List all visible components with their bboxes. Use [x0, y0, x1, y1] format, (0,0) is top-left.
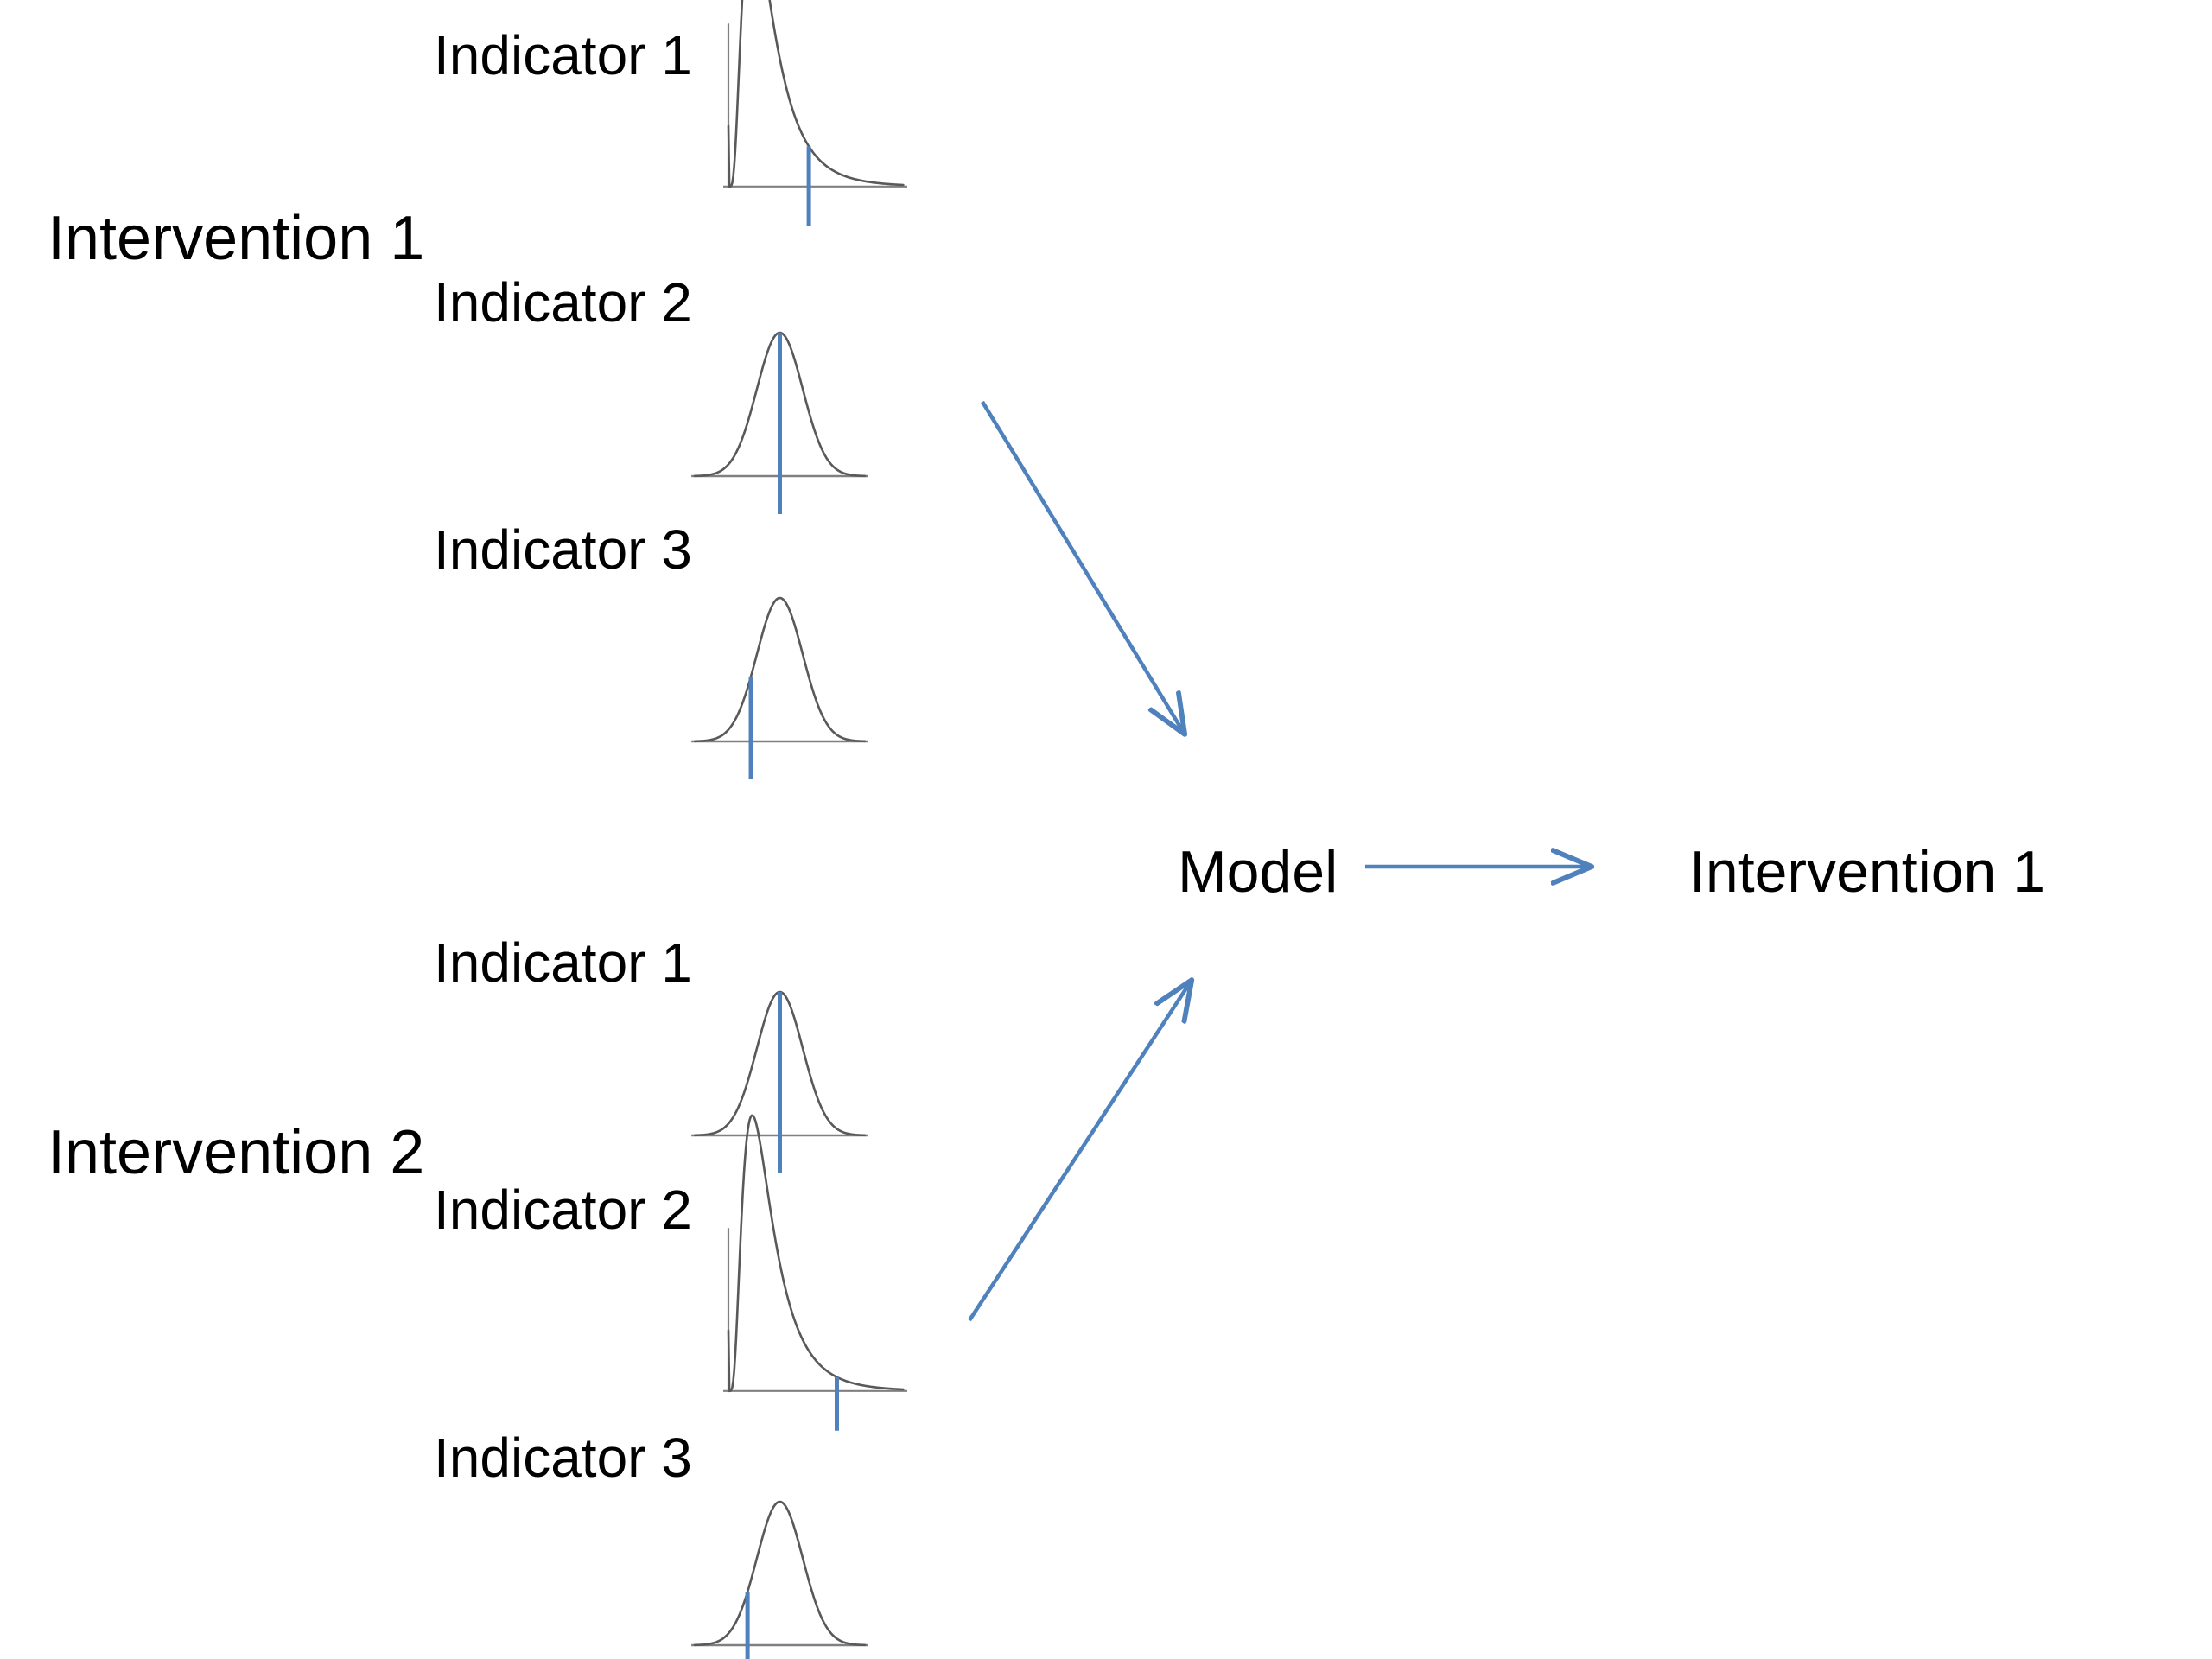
- indicator-label-2-1: Indicator 1: [434, 931, 692, 994]
- distribution-plot-intervention-2-indicator-1: [691, 975, 868, 1173]
- distribution-plot-intervention-2-indicator-3: [691, 1484, 868, 1659]
- distribution-plot-intervention-1-indicator-3: [691, 581, 868, 779]
- model-label: Model: [1178, 839, 1338, 905]
- indicator-label-2-2: Indicator 2: [434, 1179, 692, 1241]
- distribution-plot-intervention-1-indicator-2: [691, 315, 868, 514]
- arrow-intervention-2-to-model: [968, 982, 1191, 1322]
- indicator-label-1-3: Indicator 3: [434, 518, 692, 581]
- plot-axes: [723, 1228, 907, 1392]
- distribution-plot-intervention-1-indicator-1: [709, 0, 907, 226]
- indicator-label-2-3: Indicator 3: [434, 1427, 692, 1489]
- indicator-label-1-1: Indicator 1: [434, 24, 692, 86]
- group-label-intervention-1: Intervention 1: [48, 204, 425, 273]
- indicator-label-1-2: Indicator 2: [434, 271, 692, 334]
- arrow-intervention-1-to-model: [981, 400, 1184, 733]
- plot-axes: [723, 23, 907, 188]
- distribution-plot-intervention-2-indicator-2: [709, 1114, 907, 1431]
- group-label-intervention-2: Intervention 2: [48, 1118, 425, 1187]
- output-label-intervention-1: Intervention 1: [1689, 839, 2046, 905]
